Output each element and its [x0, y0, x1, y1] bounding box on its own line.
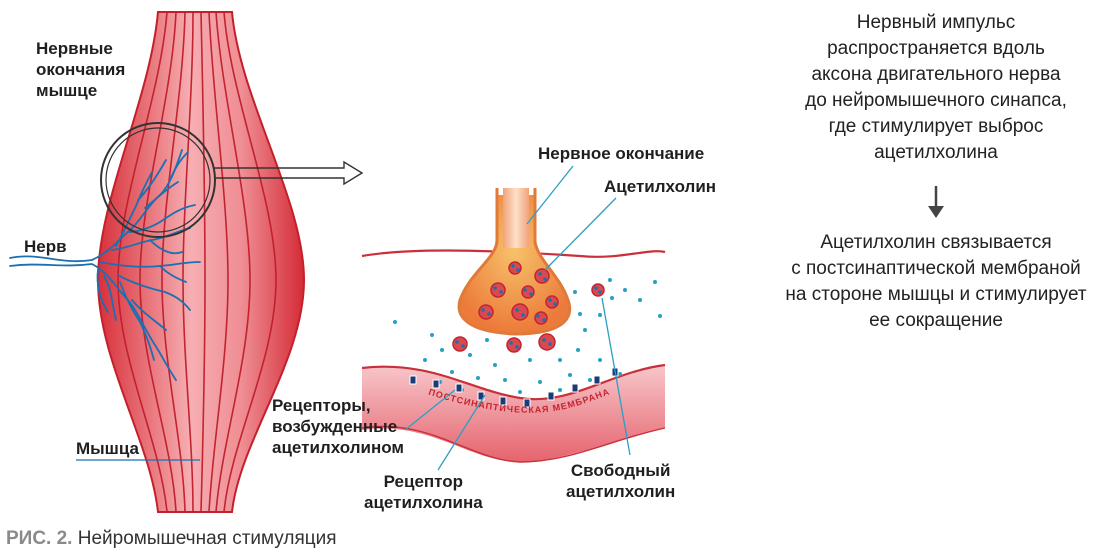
free-acetylcholine-leader — [601, 297, 631, 456]
zoom-arrow — [214, 160, 364, 186]
label-receptors-excited: Рецепторы, возбужденные ацетилхолином — [272, 396, 404, 457]
description-step2: Ацетилхолин связывается с постсинаптичес… — [785, 232, 1087, 331]
label-nerve: Нерв — [24, 237, 67, 256]
magnifier — [100, 122, 216, 238]
flow-arrow — [928, 186, 944, 218]
label-nerve-ending: Нервное окончание — [538, 144, 705, 163]
caption-prefix: РИС. 2. — [6, 528, 73, 549]
description-step1: Нервный импульс распространяется вдоль а… — [805, 12, 1067, 163]
label-nerve-endings: Нервные окончания мышце — [36, 39, 126, 100]
nerve-ending-leader — [526, 165, 574, 225]
label-muscle: Мышца — [76, 439, 139, 458]
muscle — [96, 11, 306, 513]
synapse: ПОСТСИНАПТИЧЕСКАЯ МЕМБРАНА — [361, 165, 666, 471]
nerve — [9, 149, 201, 381]
label-receptor: Рецептор ацетилхолина — [364, 472, 483, 512]
excited-receptor-leader — [404, 389, 456, 431]
caption-text: Нейромышечная стимуляция — [77, 528, 337, 549]
label-free-acetylcholine: Свободный ацетилхолин — [566, 461, 676, 501]
figure-caption: РИС. 2. Нейромышечная стимуляция — [6, 528, 337, 550]
label-acetylcholine: Ацетилхолин — [604, 177, 717, 196]
acetylcholine-leader — [544, 197, 617, 271]
receptor-leader — [437, 394, 486, 471]
